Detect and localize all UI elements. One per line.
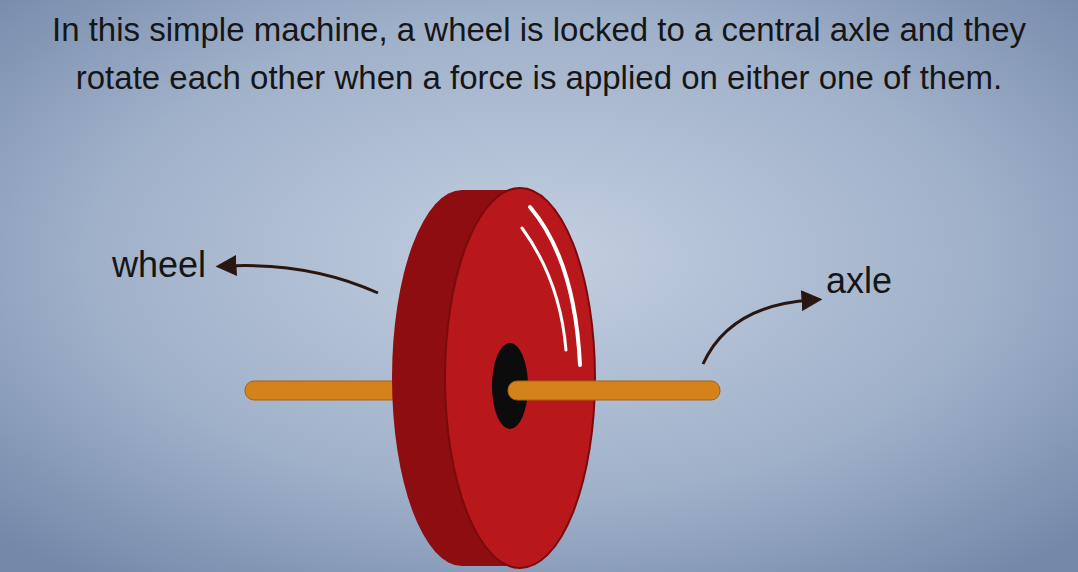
part-label: axle — [826, 261, 892, 301]
leader-arrow — [226, 266, 378, 293]
wheel-highlight — [530, 207, 580, 365]
axle-right — [508, 381, 720, 400]
wheel-highlight — [522, 228, 566, 350]
part-label: wheel — [112, 245, 206, 285]
leader-arrow — [703, 300, 812, 364]
axle-left — [245, 381, 405, 400]
heading-text: In this simple machine, a wheel is locke… — [20, 6, 1058, 102]
wheel-face — [445, 188, 595, 568]
